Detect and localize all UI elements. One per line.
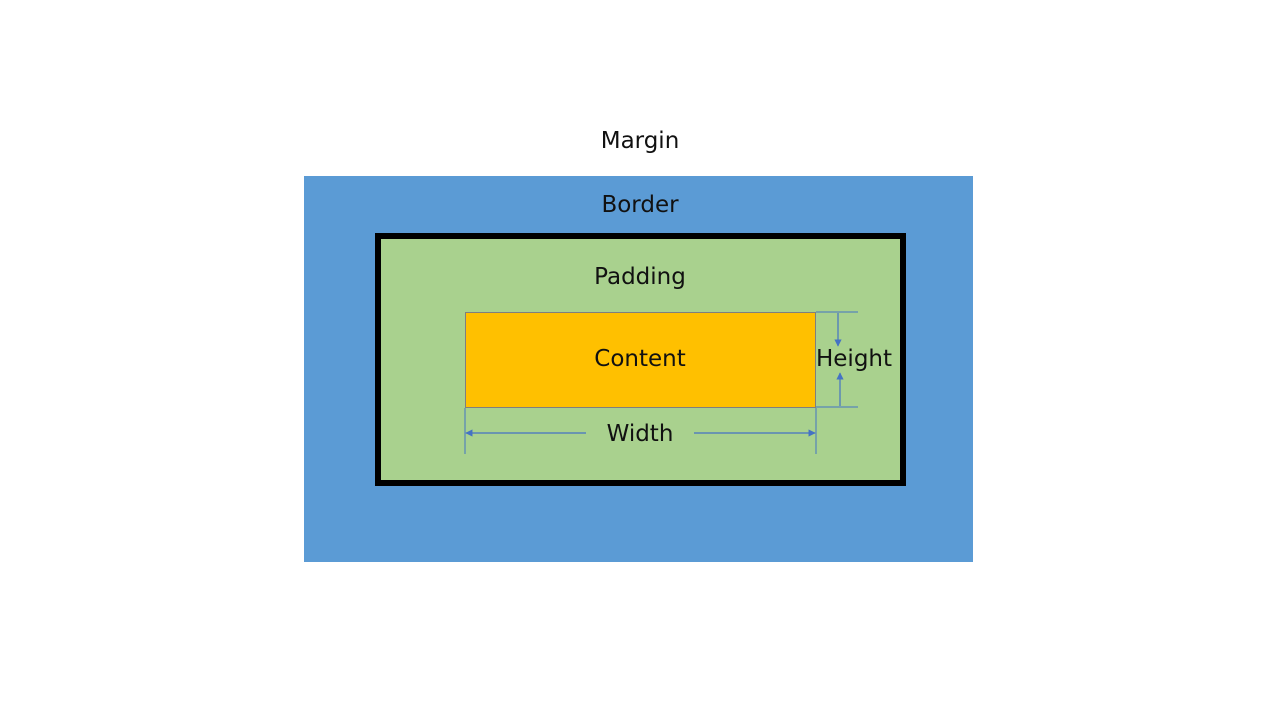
margin-label: Margin (600, 128, 680, 154)
width-label: Width (606, 421, 674, 447)
content-label: Content (594, 346, 686, 372)
height-label: Height (815, 346, 893, 372)
padding-label: Padding (594, 264, 686, 290)
content-box (465, 312, 816, 408)
border-label: Border (601, 192, 679, 218)
